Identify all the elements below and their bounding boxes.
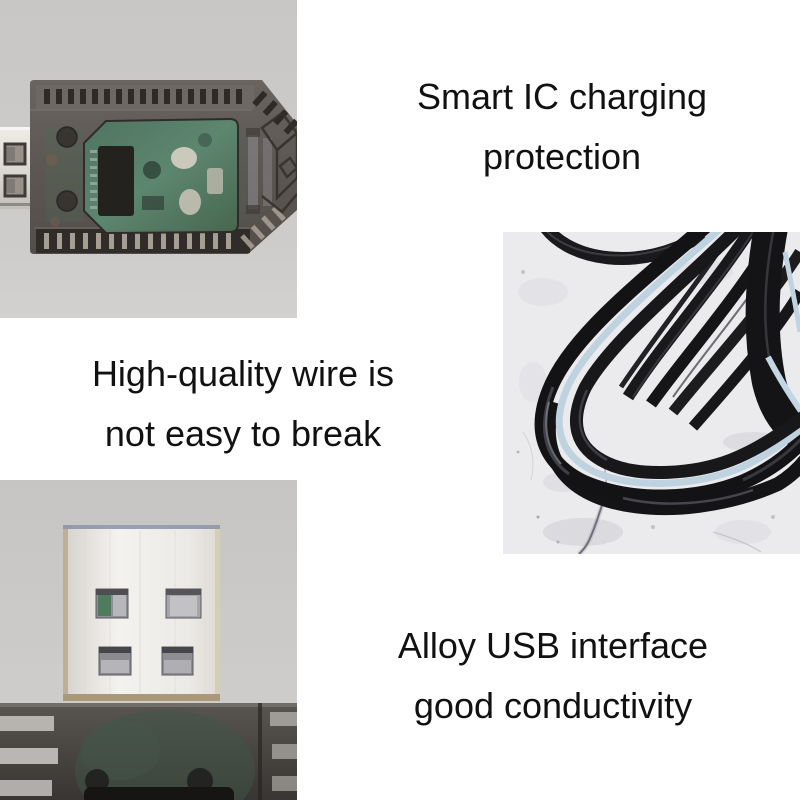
wire-coil-photo (503, 232, 800, 554)
caption-smart-ic-line2: protection (482, 136, 642, 177)
caption-smart-ic: Smart IC charging protection (352, 67, 772, 187)
wire-coil-illustration (503, 232, 800, 554)
caption-wire: High-quality wire is not easy to break (33, 344, 453, 464)
caption-wire-line1: High-quality wire is (91, 353, 395, 394)
usb-plug-illustration (0, 480, 297, 800)
usb-dongle-photo (0, 0, 297, 318)
usb-plug-photo (0, 480, 297, 800)
usb-dongle-illustration (0, 0, 297, 318)
caption-wire-line2: not easy to break (104, 413, 382, 454)
brand-emblem (260, 111, 297, 214)
caption-smart-ic-line1: Smart IC charging (416, 76, 708, 117)
caption-usb: Alloy USB interface good conductivity (343, 616, 763, 736)
caption-usb-line1: Alloy USB interface (397, 625, 709, 666)
caption-usb-line2: good conductivity (413, 685, 693, 726)
